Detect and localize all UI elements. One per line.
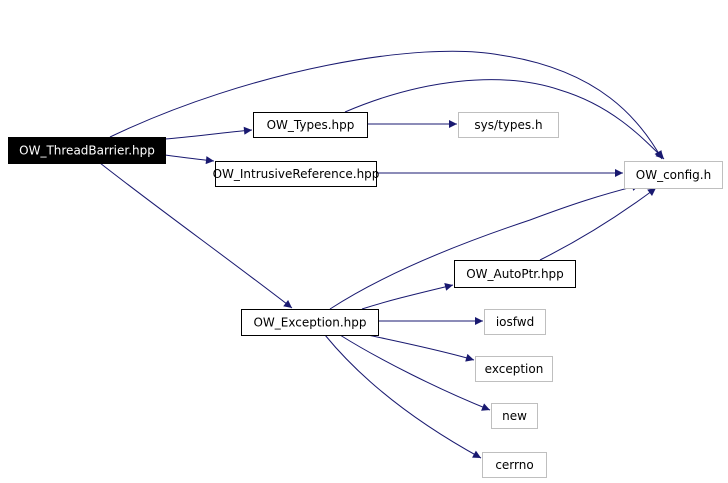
node-label: OW_IntrusiveReference.hpp <box>213 167 380 181</box>
edge-exception_hpp-to-exception <box>367 334 475 362</box>
node-threadbarrier[interactable]: OW_ThreadBarrier.hpp <box>8 137 166 164</box>
node-box <box>475 356 553 382</box>
node-autoptr[interactable]: OW_AutoPtr.hpp <box>454 260 576 288</box>
node-label: OW_config.h <box>636 168 711 182</box>
edge-threadbarrier-to-types <box>164 126 253 140</box>
edges <box>99 50 665 459</box>
node-box <box>454 260 576 288</box>
nodes: OW_ThreadBarrier.hpp OW_Types.hpp sys/type… <box>8 112 723 478</box>
edge-types-to-config <box>344 79 665 160</box>
edge-threadbarrier-to-intrusive <box>164 154 215 165</box>
node-config: OW_config.h <box>624 161 723 189</box>
node-box <box>484 309 546 335</box>
node-label: exception <box>485 362 544 376</box>
node-label: sys/types.h <box>474 118 542 132</box>
edge-autoptr-to-config <box>539 187 657 261</box>
node-box <box>491 403 538 429</box>
node-iosfwd: iosfwd <box>484 309 546 335</box>
node-cerrno: cerrno <box>482 452 547 478</box>
node-label: cerrno <box>495 458 533 472</box>
edge-threadbarrier-to-exception_hpp <box>99 162 293 309</box>
node-box <box>253 112 368 138</box>
node-label: OW_AutoPtr.hpp <box>466 267 564 281</box>
node-label: iosfwd <box>496 315 534 329</box>
node-intrusive[interactable]: OW_IntrusiveReference.hpp <box>213 161 380 187</box>
node-label: OW_ThreadBarrier.hpp <box>19 144 155 158</box>
edge-exception_hpp-to-autoptr <box>361 282 454 310</box>
node-box <box>482 452 547 478</box>
edge-exception_hpp-to-cerrno <box>324 334 482 459</box>
edge-exception_hpp-to-config <box>329 183 641 310</box>
node-box <box>458 112 559 138</box>
node-new: new <box>491 403 538 429</box>
node-types[interactable]: OW_Types.hpp <box>253 112 368 138</box>
edge-threadbarrier-to-config <box>109 50 663 160</box>
node-label: new <box>502 409 527 423</box>
node-box <box>624 161 723 189</box>
node-label: OW_Exception.hpp <box>253 316 366 330</box>
node-box <box>8 137 166 164</box>
node-systypes: sys/types.h <box>458 112 559 138</box>
node-exception: exception <box>475 356 553 382</box>
node-box <box>241 309 379 336</box>
node-box <box>215 161 377 187</box>
node-label: OW_Types.hpp <box>267 118 355 132</box>
node-exception_hpp[interactable]: OW_Exception.hpp <box>241 309 379 336</box>
edge-exception_hpp-to-new <box>339 334 491 411</box>
